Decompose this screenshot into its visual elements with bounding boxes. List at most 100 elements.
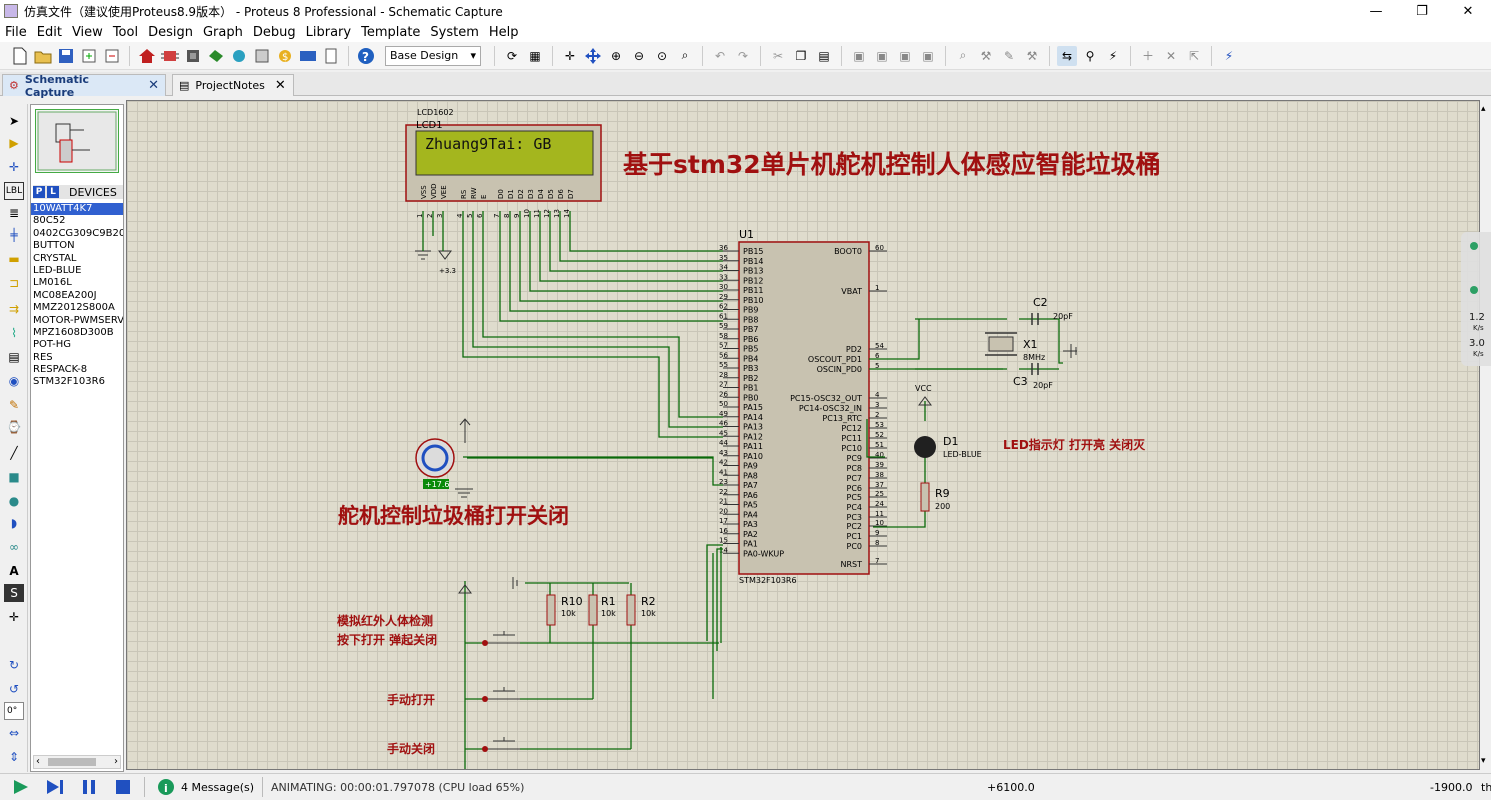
marker-icon[interactable]: ✛ — [8, 610, 20, 624]
zoom-in-icon[interactable]: ⊕ — [610, 48, 622, 63]
line-icon[interactable]: ╱ — [10, 446, 18, 460]
list-item[interactable]: RESPACK-8 — [33, 364, 88, 376]
home-icon[interactable] — [137, 46, 157, 66]
pins-icon[interactable]: ⇉ — [8, 302, 20, 316]
pcb-icon[interactable] — [183, 46, 203, 66]
menu-library[interactable]: Library — [305, 24, 352, 40]
list-item[interactable]: STM32F103R6 — [33, 376, 105, 388]
netlist-icon[interactable]: ⚡ — [1224, 48, 1234, 63]
design-select[interactable]: Base Design▾ — [385, 45, 481, 66]
tab-schematic-capture[interactable]: ⚙ Schematic Capture ✕ — [2, 73, 166, 99]
zoom-out-icon[interactable]: ⊖ — [633, 48, 645, 63]
manual-open-button[interactable] — [482, 687, 520, 702]
text-script-icon[interactable]: ≣ — [8, 206, 20, 220]
resistor-r9[interactable]: R9 200 — [920, 482, 950, 512]
list-item[interactable]: MMZ2012S800A — [33, 302, 115, 314]
export-icon[interactable] — [102, 46, 122, 66]
packaging-icon[interactable]: ✎ — [1003, 48, 1015, 63]
list-item[interactable]: CRYSTAL — [33, 252, 77, 264]
list-item[interactable]: POT-HG — [33, 339, 71, 351]
pick-from-library-button[interactable]: P — [33, 186, 45, 198]
property-assign-icon[interactable]: ⚡ — [1108, 48, 1118, 63]
arc-icon[interactable]: ◗ — [10, 516, 18, 530]
wire-label-icon[interactable]: LBL — [4, 182, 24, 200]
overview-window[interactable] — [35, 109, 119, 173]
bom-icon[interactable]: $ — [275, 46, 295, 66]
make-device-icon[interactable]: ⚒ — [980, 48, 992, 63]
vertical-scrollbar[interactable]: ▴ ▾ — [1481, 100, 1491, 770]
list-item[interactable]: LM016L — [33, 277, 72, 289]
gerber-icon[interactable] — [229, 46, 249, 66]
cut-icon[interactable]: ✂ — [772, 48, 784, 63]
selection-mode-icon[interactable]: ➤ — [8, 114, 20, 128]
rotate-ccw-icon[interactable]: ↺ — [8, 682, 20, 696]
open-folder-icon[interactable] — [33, 46, 53, 66]
menu-graph[interactable]: Graph — [202, 24, 243, 40]
crystal-x1[interactable]: X1 8MHz — [985, 332, 1045, 362]
box-icon[interactable]: ■ — [8, 470, 20, 484]
import-icon[interactable] — [79, 46, 99, 66]
rotate-cw-icon[interactable]: ↻ — [8, 658, 20, 672]
wire-autorouter-icon[interactable]: ⇆ — [1057, 45, 1077, 66]
close-icon[interactable]: ✕ — [274, 78, 286, 93]
list-item[interactable]: 80C52 — [33, 215, 66, 227]
list-item[interactable]: 0402CG309C9B200 — [33, 227, 123, 239]
horizontal-scrollbar[interactable]: ‹ › — [33, 755, 121, 769]
stop-icon[interactable] — [110, 777, 136, 797]
component-mode-icon[interactable]: ▶ — [9, 136, 19, 150]
circle-icon[interactable]: ● — [8, 494, 20, 508]
search-tag-icon[interactable]: ⚲ — [1085, 48, 1095, 63]
subcircuit-icon[interactable]: ▬ — [8, 252, 20, 266]
block-copy-icon[interactable]: ▣ — [853, 48, 865, 63]
close-icon[interactable]: ✕ — [148, 78, 159, 93]
tape-icon[interactable]: ▤ — [8, 350, 20, 364]
servo-motor[interactable]: +17.6 — [415, 418, 473, 498]
notes-icon[interactable] — [321, 46, 341, 66]
library-manager-button[interactable]: L — [47, 186, 59, 198]
grid-icon[interactable]: ▦ — [529, 48, 541, 63]
symbol-icon[interactable]: S — [4, 584, 24, 602]
list-item[interactable]: 10WATT4K7 — [31, 203, 123, 216]
menu-design[interactable]: Design — [148, 24, 193, 40]
close-button[interactable]: ✕ — [1462, 3, 1474, 19]
paste-icon[interactable]: ▤ — [818, 48, 830, 63]
menu-file[interactable]: File — [5, 24, 27, 40]
graph-icon[interactable]: ⌇ — [11, 326, 17, 340]
remove-sheet-icon[interactable]: ✕ — [1165, 48, 1177, 63]
list-item[interactable]: RES — [33, 351, 53, 363]
block-rotate-icon[interactable]: ▣ — [899, 48, 911, 63]
manual-close-button[interactable] — [482, 737, 520, 752]
3d-icon[interactable] — [206, 46, 226, 66]
mirror-x-icon[interactable]: ⇔ — [8, 726, 20, 740]
instrument-icon[interactable]: ⌚ — [6, 420, 22, 434]
info-icon[interactable]: i — [153, 777, 179, 797]
messages-count[interactable]: 4 Message(s) — [181, 780, 255, 794]
capacitor-c2[interactable]: C2 20pF — [1031, 296, 1073, 325]
path-icon[interactable]: ∞ — [9, 540, 19, 554]
capacitor-c3[interactable]: C3 20pF — [1013, 363, 1053, 390]
refresh-icon[interactable]: ⟳ — [506, 48, 518, 63]
pick-device-icon[interactable]: ⌕ — [959, 48, 967, 62]
new-file-icon[interactable] — [10, 46, 30, 66]
block-delete-icon[interactable]: ▣ — [922, 48, 934, 63]
undo-icon[interactable]: ↶ — [714, 48, 726, 63]
block-move-icon[interactable]: ▣ — [876, 48, 888, 63]
copy-icon[interactable]: ❐ — [795, 48, 807, 63]
mirror-y-icon[interactable]: ⇕ — [8, 750, 20, 764]
save-icon[interactable] — [56, 46, 76, 66]
new-sheet-icon[interactable]: ＋ — [1141, 49, 1154, 63]
menu-help[interactable]: Help — [488, 24, 519, 40]
minimize-button[interactable]: — — [1369, 3, 1383, 19]
menu-tool[interactable]: Tool — [112, 24, 139, 40]
bus-icon[interactable]: ╪ — [10, 228, 18, 242]
menu-edit[interactable]: Edit — [36, 24, 62, 40]
maximize-button[interactable]: ❐ — [1416, 3, 1428, 19]
pcb-view-icon[interactable] — [298, 46, 318, 66]
tab-project-notes[interactable]: ▤ ProjectNotes ✕ — [172, 74, 294, 96]
redo-icon[interactable]: ↷ — [737, 48, 749, 63]
decompose-icon[interactable]: ⚒ — [1026, 48, 1038, 63]
